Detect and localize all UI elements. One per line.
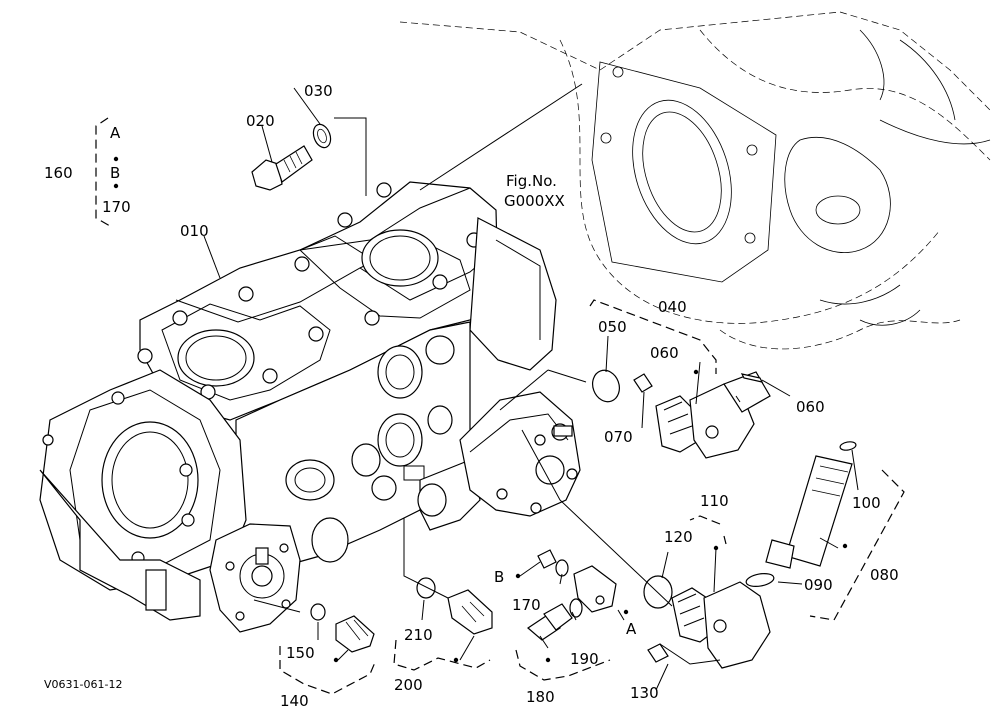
label-fig-no: Fig.No. [506,172,557,190]
leader-dots [113,156,848,663]
group-160-b: B [110,164,120,182]
leader-lines [203,83,859,691]
transmission-housing-outline [399,11,991,350]
callout-100: 100 [852,494,881,512]
label-fig-code: G000XX [504,192,565,210]
bolt-020 [251,145,313,191]
callout-210: 210 [404,626,433,644]
callout-150: 150 [286,644,315,662]
elbow-fitting-040 [655,371,771,459]
plug-170 [537,549,557,569]
callout-070: 070 [604,428,633,446]
o-ring-210 [416,577,436,599]
group-brackets [95,117,905,695]
hydraulic-pump-assembly [39,181,581,633]
callout-110: 110 [700,492,729,510]
seal-090 [745,573,775,587]
callout-180: 180 [526,688,555,706]
callout-120: 120 [664,528,693,546]
fitting-190 [527,603,573,641]
callout-200: 200 [394,676,423,694]
callout-190: 190 [570,650,599,668]
drawing-code: V0631-061-12 [44,678,122,691]
o-ring-100 [839,441,857,451]
callout-060-upper: 060 [650,344,679,362]
o-ring-170 [555,559,569,577]
group-160-a: A [110,124,121,142]
tube-080 [765,455,853,569]
plug-070 [633,373,653,393]
o-ring-120 [643,575,673,609]
callout-170-b: 170 [512,596,541,614]
fitting-140 [335,615,375,653]
callout-050: 050 [598,318,627,336]
callout-080: 080 [870,566,899,584]
callout-160: 160 [44,164,73,182]
callout-090: 090 [804,576,833,594]
elbow-a [573,565,617,613]
elbow-fitting-110 [671,581,771,669]
callout-030: 030 [304,82,333,100]
group-160-170: 170 [102,198,131,216]
callout-020: 020 [246,112,275,130]
fitting-200 [447,589,493,635]
callout-010: 010 [180,222,209,240]
callout-130: 130 [630,684,659,702]
washer-030 [312,123,332,149]
callout-140: 140 [280,692,309,710]
plug-130 [647,643,669,663]
callout-040: 040 [658,298,687,316]
o-ring-050 [592,369,620,403]
o-ring-150 [310,603,326,621]
callout-060-lower: 060 [796,398,825,416]
marker-a: A [626,620,637,638]
marker-b: B [494,568,504,586]
o-ring-060 [740,373,764,383]
o-ring-190 [569,598,583,618]
